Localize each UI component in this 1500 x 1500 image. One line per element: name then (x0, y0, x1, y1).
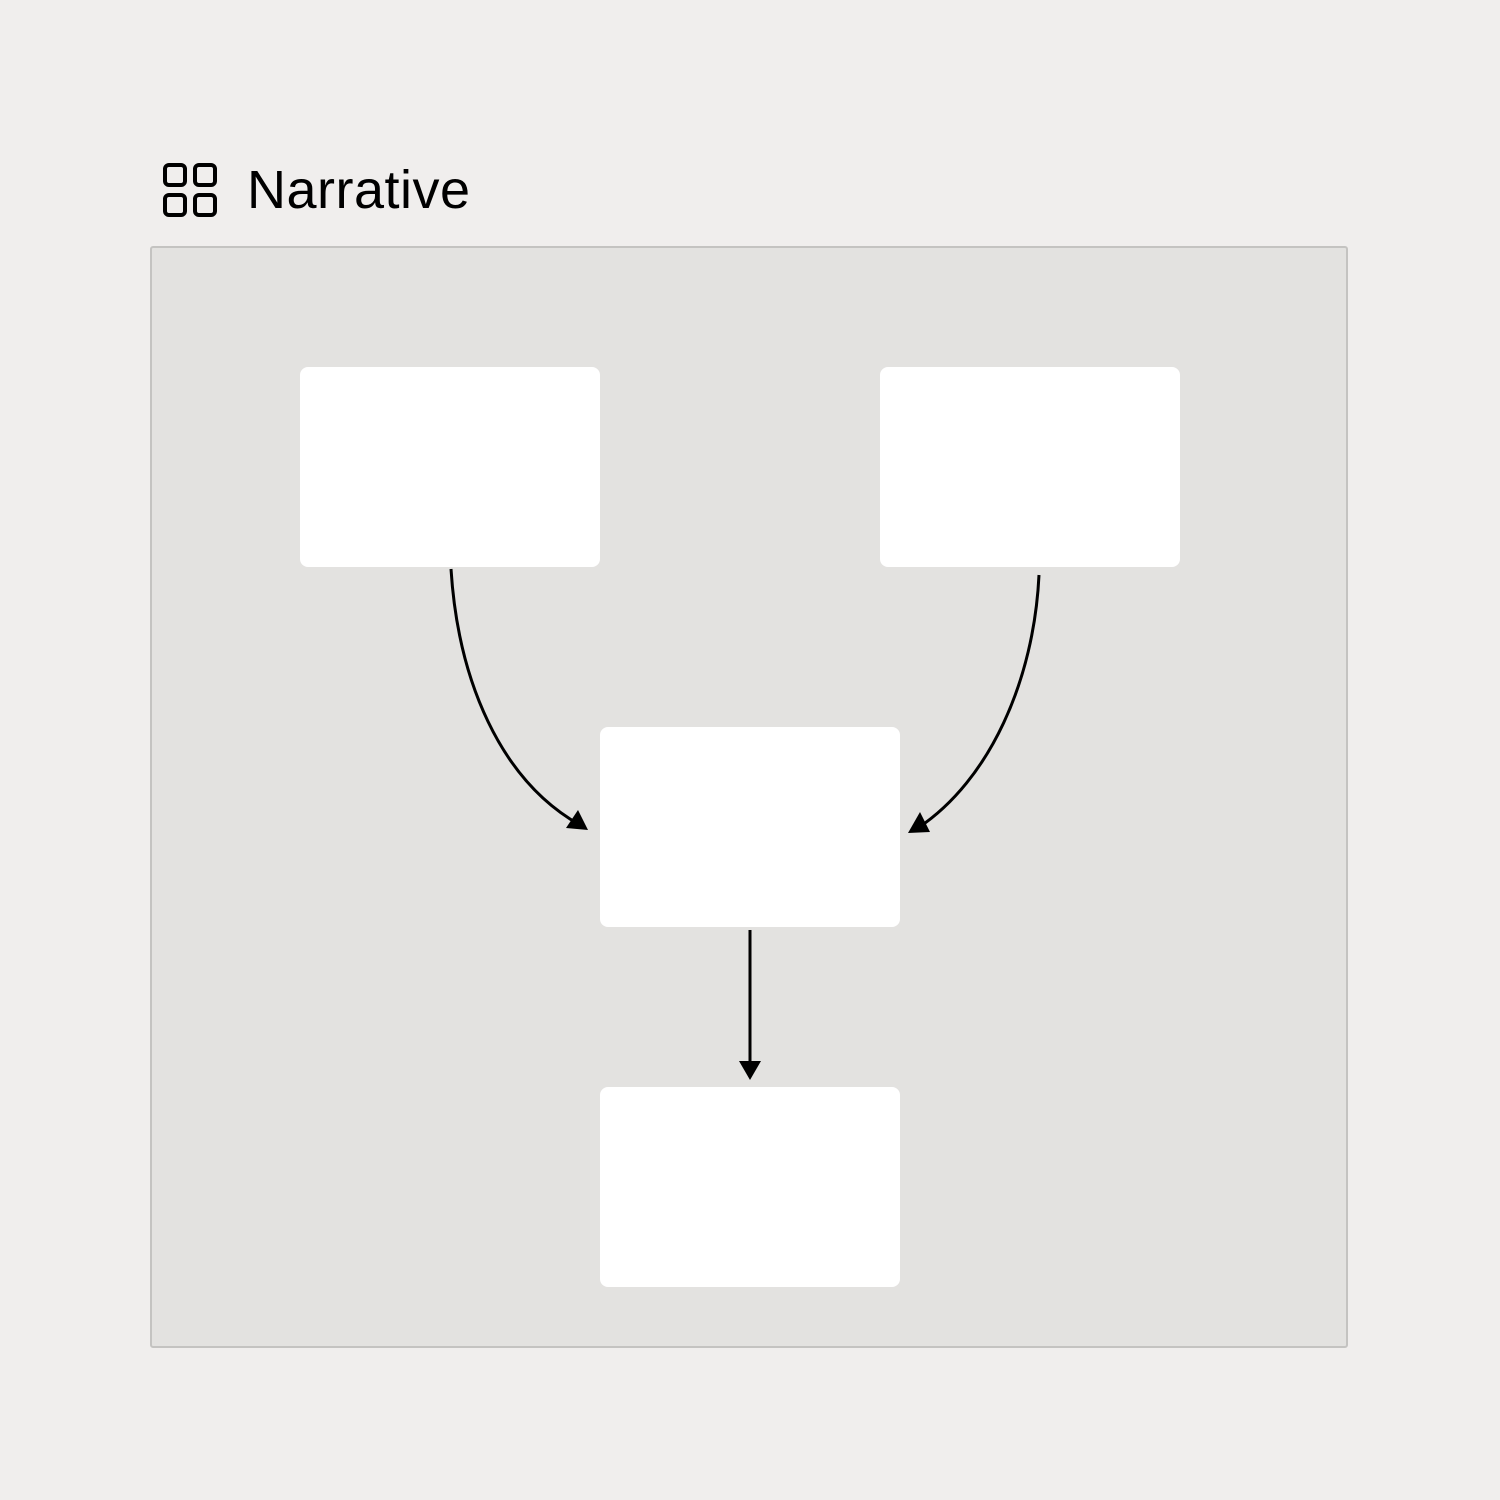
grid-icon (163, 163, 217, 217)
node-middle[interactable] (600, 727, 900, 927)
node-top-left[interactable] (300, 367, 600, 567)
page-title: Narrative (247, 160, 471, 220)
node-bottom[interactable] (600, 1087, 900, 1287)
diagram-header: Narrative (163, 160, 471, 220)
node-top-right[interactable] (880, 367, 1180, 567)
diagram-canvas[interactable] (150, 246, 1348, 1348)
